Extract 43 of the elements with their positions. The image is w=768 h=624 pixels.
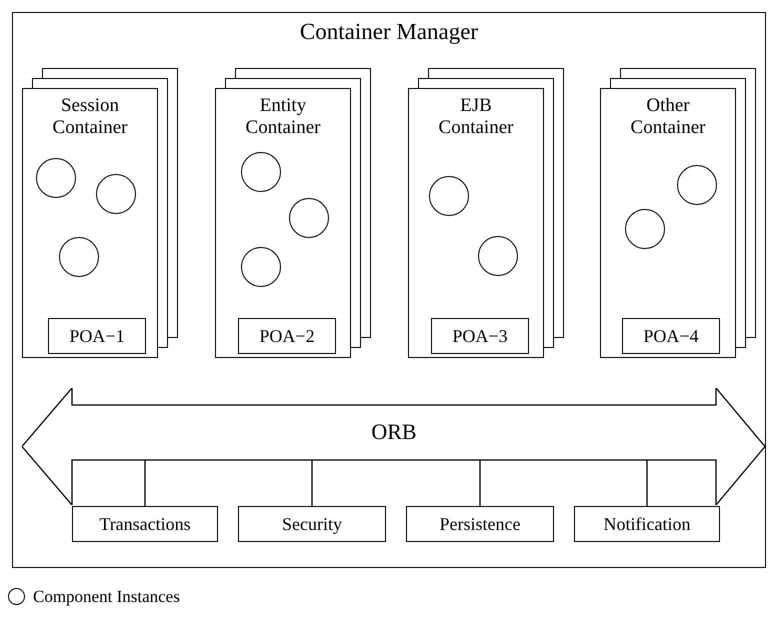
service-box [622, 318, 720, 354]
connector-line [144, 460, 146, 506]
component-circle [96, 174, 136, 214]
component-circle [241, 152, 281, 192]
service-box [406, 506, 554, 542]
connector-line [646, 460, 648, 506]
container-name: Entity Container [244, 95, 322, 139]
box-label: POA−4 [643, 326, 699, 346]
box-label: POA−3 [452, 326, 508, 346]
box-label: Notification [604, 514, 690, 534]
component-circle [36, 158, 76, 198]
connector-line [311, 460, 313, 506]
container-name: Other Container [630, 95, 706, 139]
service-box [48, 318, 146, 354]
box-label: Persistence [440, 514, 520, 534]
component-circle [241, 247, 281, 287]
box-label: POA−1 [69, 326, 125, 346]
service-box [72, 506, 218, 542]
container-manager-frame [12, 12, 766, 568]
component-circle [289, 198, 329, 238]
container-name: EJB Container [438, 95, 514, 139]
component-circle [429, 176, 469, 216]
box-label: Transactions [99, 514, 191, 534]
container-page [600, 88, 736, 358]
container-page [215, 88, 351, 358]
service-box [431, 318, 529, 354]
service-box [574, 506, 720, 542]
container-page [22, 88, 158, 358]
box-label: POA−2 [259, 326, 315, 346]
container-page [408, 88, 544, 358]
orb-label: ORB [370, 419, 418, 444]
component-circle [625, 209, 665, 249]
service-box [238, 318, 336, 354]
component-circle [677, 165, 717, 205]
connector-line [479, 460, 481, 506]
manager-title: Container Manager [298, 19, 480, 46]
box-label: Security [282, 514, 342, 534]
component-circle [59, 237, 99, 277]
container-name: Session Container [52, 95, 128, 139]
double-arrow [22, 388, 766, 505]
component-circle [478, 236, 518, 276]
service-box [238, 506, 386, 542]
legend-text: Component Instances [33, 587, 180, 607]
